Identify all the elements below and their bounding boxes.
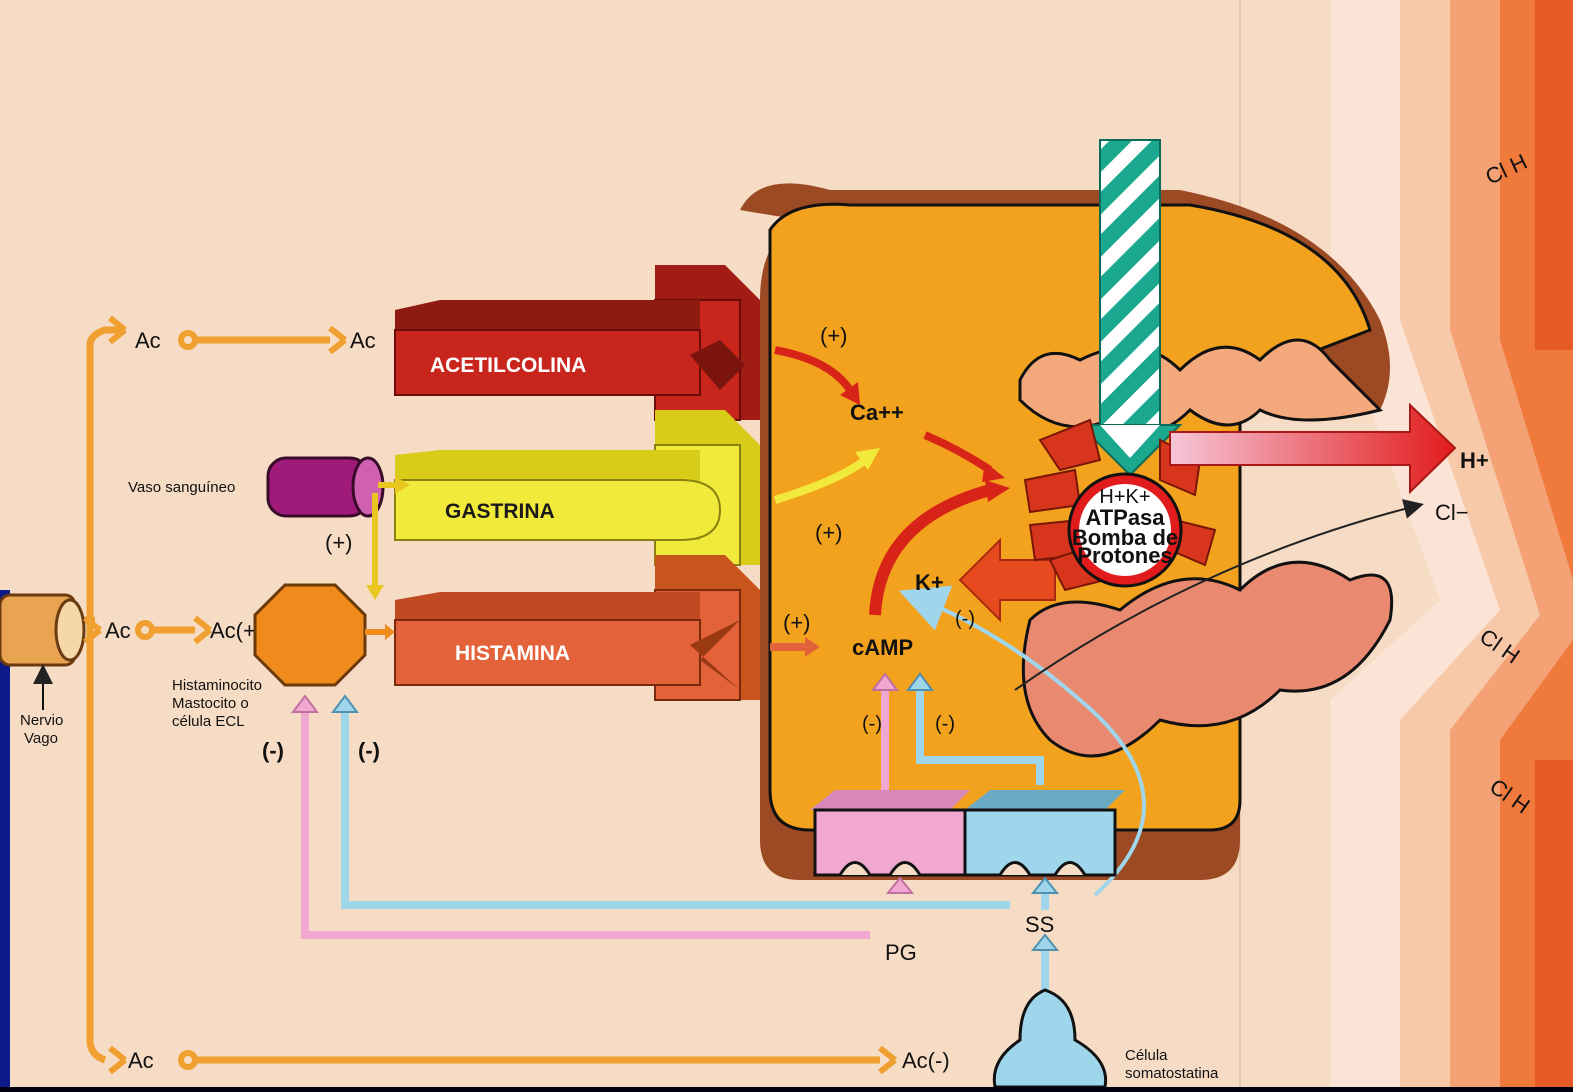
h-plus-label: H+ (1460, 448, 1489, 473)
minus-camp-2: (-) (935, 713, 955, 735)
k-plus-label: K+ (915, 570, 944, 595)
minus-left-2: (-) (358, 738, 380, 763)
acetilcolina-label: ACETILCOLINA (430, 354, 586, 377)
cl-minus-label: Cl− (1435, 500, 1469, 525)
nervio-vago-label-line1: Nervio (20, 712, 63, 729)
celula-label-line2: somatostatina (1125, 1065, 1219, 1082)
histaminocito-cell (255, 585, 365, 685)
celula-label-line1: Célula (1125, 1047, 1168, 1064)
pg-label: PG (885, 940, 917, 965)
minus-camp-1: (-) (862, 713, 882, 735)
pg-receptor (810, 790, 970, 875)
histaminocito-label-line3: célula ECL (172, 713, 245, 730)
ca-label: Ca++ (850, 400, 904, 425)
ss-receptor (965, 790, 1125, 875)
minus-left-1: (-) (262, 738, 284, 763)
histaminocito-label-line1: Histaminocito (172, 677, 262, 694)
histaminocito-label-line2: Mastocito o (172, 695, 249, 712)
ac-label-top-right: Ac (350, 328, 376, 353)
pump-label-line4: Protones (1077, 543, 1172, 568)
nervio-vago-label-line2: Vago (24, 730, 58, 747)
vaso-sanguineo-label: Vaso sanguíneo (128, 479, 235, 496)
histamina-label: HISTAMINA (455, 642, 570, 665)
minus-k: (-) (955, 608, 975, 630)
plus-gastrina-vertical: (+) (325, 530, 353, 555)
plus-gastrina: (+) (815, 520, 843, 545)
ac-label-bottom-left: Ac (128, 1048, 154, 1073)
plus-histamina: (+) (783, 610, 811, 635)
ac-label-mid-left: Ac (105, 618, 131, 643)
camp-label: cAMP (852, 635, 913, 660)
plus-acetil: (+) (820, 323, 848, 348)
ac-label-top-left: Ac (135, 328, 161, 353)
gastrina-label: GASTRINA (445, 500, 555, 523)
ac-label-bottom-right: Ac(-) (902, 1048, 950, 1073)
ss-label: SS (1025, 912, 1054, 937)
